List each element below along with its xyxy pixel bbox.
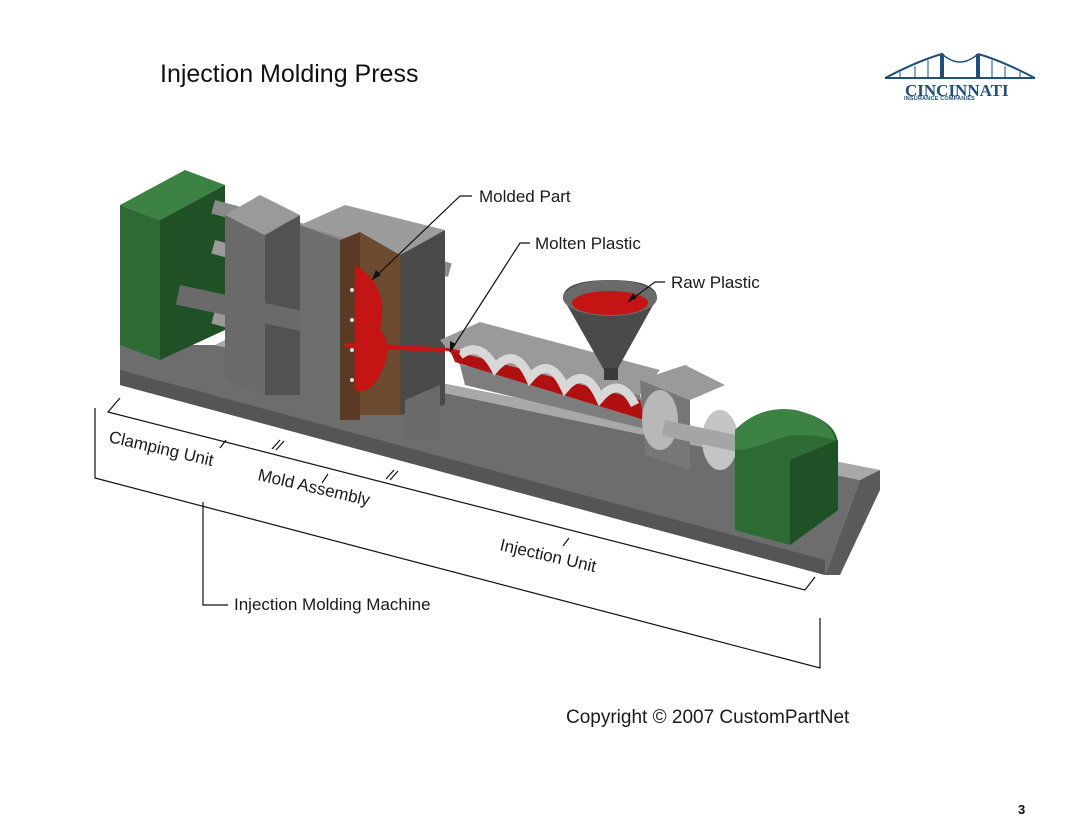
dimension-brackets	[94, 397, 821, 669]
label-injection-molding-machine: Injection Molding Machine	[234, 595, 431, 614]
clamping-frame	[175, 195, 308, 395]
label-molten-plastic: Molten Plastic	[535, 234, 641, 253]
label-raw-plastic: Raw Plastic	[671, 273, 760, 292]
mold-assembly	[300, 205, 446, 420]
label-mold-assembly: Mold Assembly	[256, 465, 372, 509]
hopper-icon	[563, 280, 657, 380]
label-molded-part: Molded Part	[479, 187, 571, 206]
label-injection-unit: Injection Unit	[498, 535, 598, 576]
logo-subtitle: INSURANCE COMPANIES	[904, 96, 975, 102]
molded-part-cavity	[355, 265, 388, 391]
screw-icon	[457, 345, 640, 408]
slide-title: Injection Molding Press	[160, 60, 419, 88]
callout-lines	[371, 195, 665, 353]
clamping-motor	[120, 170, 225, 360]
page-number: 3	[1018, 802, 1026, 817]
label-clamping-unit: Clamping Unit	[107, 427, 216, 470]
copyright-text: Copyright © 2007 CustomPartNet	[566, 707, 850, 728]
logo-name: CINCINNATI	[905, 81, 1009, 100]
injection-motor	[735, 409, 838, 545]
bridge-logo-icon	[884, 52, 1036, 79]
